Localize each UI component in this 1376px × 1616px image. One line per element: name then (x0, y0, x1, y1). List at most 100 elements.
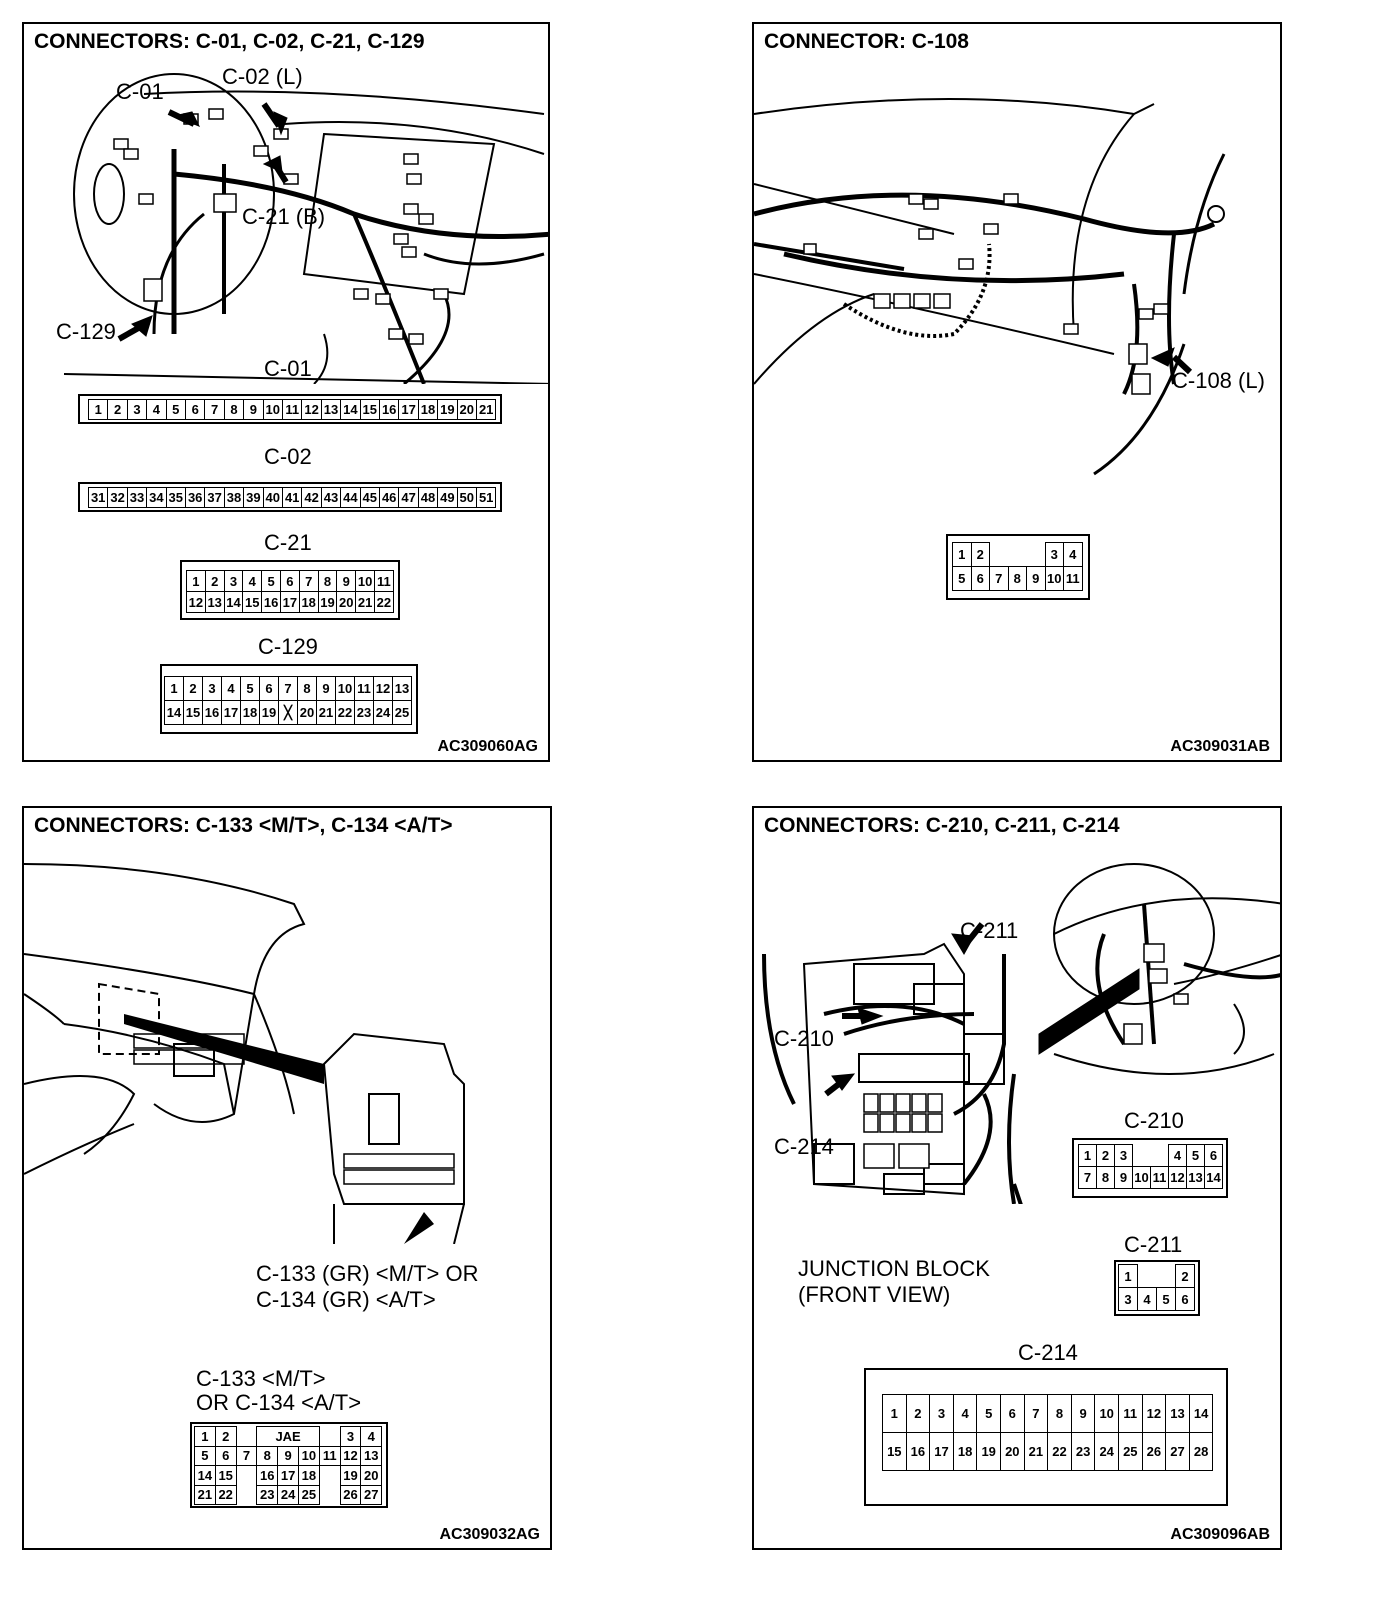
pin-cell: 8 (256, 1445, 279, 1466)
junction-block-caption-2: (FRONT VIEW) (798, 1282, 951, 1307)
callout-c210: C-210 (774, 1026, 834, 1051)
panel-c108: CONNECTOR: C-108 (752, 22, 1282, 762)
pin-cell: 44 (340, 487, 361, 508)
pin-cell: 11 (318, 1445, 341, 1466)
panel-title: CONNECTOR: C-108 (764, 30, 969, 53)
pin-cell: 4 (1137, 1287, 1157, 1311)
pin-cell: 23 (354, 700, 374, 725)
pin-cell: 12 (301, 399, 322, 420)
pin-cell: 16 (905, 1432, 931, 1471)
pin-cell: 11 (1118, 1394, 1143, 1433)
pin-cell: 2 (214, 1426, 237, 1447)
pin-cell: 8 (1047, 1394, 1072, 1433)
connector-housing (78, 482, 502, 512)
pin-cell: 2 (970, 542, 990, 567)
panel-title: CONNECTORS: C-210, C-211, C-214 (764, 814, 1120, 837)
pin-cell: 14 (1188, 1394, 1214, 1433)
pin-cell: 13 (1165, 1394, 1190, 1433)
callout-c21: C-21 (B) (242, 204, 326, 229)
pin-cell: 19 (317, 591, 338, 613)
pin-cell: 3 (1114, 1144, 1133, 1167)
pin-cell: 13 (392, 676, 412, 701)
pin-cell: 49 (437, 487, 458, 508)
pin-cell: 25 (392, 700, 412, 725)
connector-housing (160, 664, 418, 734)
pin-cell: 13 (320, 399, 342, 420)
pin-cell: 3 (126, 399, 148, 420)
pin-cell: 20 (336, 591, 357, 613)
connector-label-c210: C-210 (1124, 1108, 1184, 1133)
pin-cell: 2 (204, 570, 225, 592)
pin-cell: 20 (360, 1465, 383, 1486)
pin-cell: 22 (335, 700, 355, 725)
pin-cell: 12 (186, 591, 206, 613)
callout-c01: C-01 (116, 79, 164, 104)
pin-cell: 7 (204, 399, 225, 420)
pin-cell: 10 (298, 1445, 320, 1466)
pin-cell: 2 (183, 676, 203, 701)
pin-cell: 9 (1114, 1166, 1133, 1189)
pin-cell: 4 (221, 676, 241, 701)
pin-cell: 33 (126, 487, 148, 508)
connector-housing (864, 1368, 1228, 1506)
pin-cell: 15 (882, 1432, 907, 1471)
pin-cell: 17 (929, 1432, 954, 1471)
pin-cell: 11 (282, 399, 303, 420)
pin-cell: 15 (183, 700, 203, 725)
pin-cell: 21 (1023, 1432, 1049, 1471)
pin-cell: 2 (905, 1394, 931, 1433)
pin-cell: 21 (316, 700, 336, 725)
pin-cell: 4 (146, 399, 167, 420)
pin-cell: 14 (340, 399, 361, 420)
pin-cell: 13 (360, 1445, 383, 1466)
connector-housing (1114, 1260, 1200, 1316)
pin-cell: 4 (952, 1394, 978, 1433)
pin-cell: 8 (1096, 1166, 1115, 1189)
pin-cell: 15 (214, 1465, 237, 1486)
pin-cell: 4 (1063, 542, 1083, 567)
pin-cell: 17 (221, 700, 241, 725)
pin-cell: 35 (165, 487, 186, 508)
pin-cell: 22 (1047, 1432, 1072, 1471)
dashboard-harness-illustration (63, 73, 548, 384)
connector-label-c01: C-01 (264, 356, 312, 381)
pin-cell: 10 (1044, 566, 1064, 591)
connector-housing (1072, 1138, 1228, 1198)
pin-cell: 3 (1118, 1287, 1138, 1311)
pin-cell: 48 (417, 487, 439, 508)
pin-cell: 41 (282, 487, 303, 508)
blank-pin-cell: ╳ (278, 700, 298, 725)
pin-cell: 6 (280, 570, 300, 592)
pin-cell: 8 (297, 676, 317, 701)
junction-block-caption-1: JUNCTION BLOCK (798, 1256, 990, 1281)
callout-c214: C-214 (774, 1134, 834, 1159)
pin-cell: 18 (952, 1432, 978, 1471)
connector-label-c129: C-129 (258, 634, 318, 659)
pin-cell: 16 (202, 700, 222, 725)
pin-cell: 19 (339, 1465, 362, 1486)
connector-housing (180, 560, 400, 620)
pin-cell: 7 (1078, 1166, 1097, 1189)
pin-cell: 23 (1070, 1432, 1096, 1471)
pin-cell: 6 (1204, 1144, 1223, 1167)
pin-cell: 15 (242, 591, 263, 613)
pin-cell: 14 (223, 591, 244, 613)
pin-cell: 10 (335, 676, 355, 701)
connector-housing (78, 394, 502, 424)
pin-cell: 6 (185, 399, 206, 420)
pin-cell: 5 (194, 1445, 216, 1466)
pin-cell: 3 (202, 676, 222, 701)
pin-cell: 2 (107, 399, 128, 420)
pin-cell: 22 (214, 1484, 237, 1505)
pin-cell: 8 (223, 399, 245, 420)
pin-cell: 46 (379, 487, 400, 508)
figure-code: AC309032AG (439, 1526, 541, 1543)
pin-cell: 9 (336, 570, 357, 592)
pin-cell: 5 (240, 676, 260, 701)
connector-label-c21: C-21 (264, 530, 312, 555)
pin-cell: 37 (204, 487, 225, 508)
pin-cell: 5 (1186, 1144, 1205, 1167)
